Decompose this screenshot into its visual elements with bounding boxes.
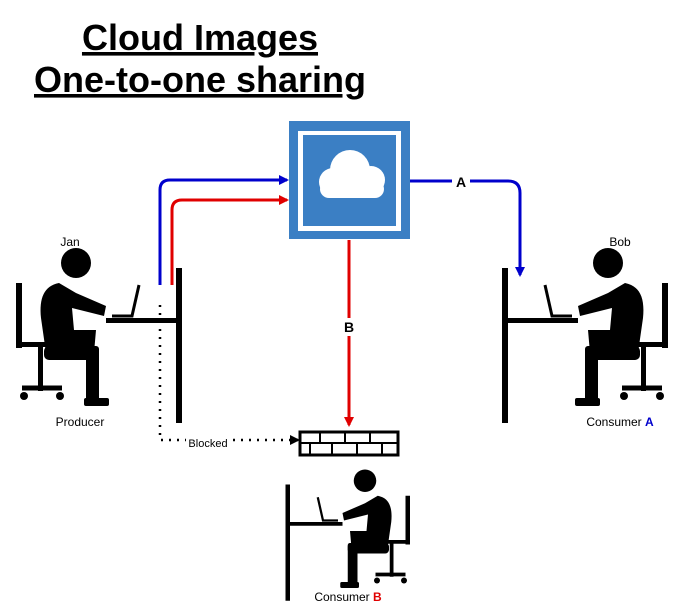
consumer-b-person-icon	[286, 470, 411, 601]
producer-to-cloud-arrow-red	[170, 195, 289, 285]
cloud-to-consumer-a-arrow	[410, 179, 525, 277]
consumer-a-role-prefix: Consumer	[586, 415, 641, 429]
consumer-b-role-suffix: B	[373, 590, 382, 604]
consumer-a-person-icon	[502, 248, 668, 423]
producer-role: Producer	[56, 415, 105, 429]
consumer-a-role: Consumer A	[586, 415, 654, 429]
producer-name: Jan	[60, 235, 79, 249]
producer-person-icon	[16, 248, 182, 423]
consumer-b-role-prefix: Consumer	[314, 590, 369, 604]
producer-to-cloud-arrow-blue	[158, 175, 289, 285]
edge-label-b: B	[344, 319, 354, 335]
consumer-a-name: Bob	[609, 235, 631, 249]
cloud-service-box	[289, 121, 410, 239]
cloud-icon	[319, 150, 385, 198]
title-line-1: Cloud Images	[82, 17, 318, 58]
blocked-label: Blocked	[188, 438, 227, 450]
firewall-icon	[298, 430, 400, 457]
consumer-a-role-suffix: A	[645, 415, 654, 429]
title-line-2: One-to-one sharing	[34, 59, 366, 100]
edge-label-a: A	[456, 174, 466, 190]
consumer-b-role: Consumer B	[314, 590, 382, 604]
